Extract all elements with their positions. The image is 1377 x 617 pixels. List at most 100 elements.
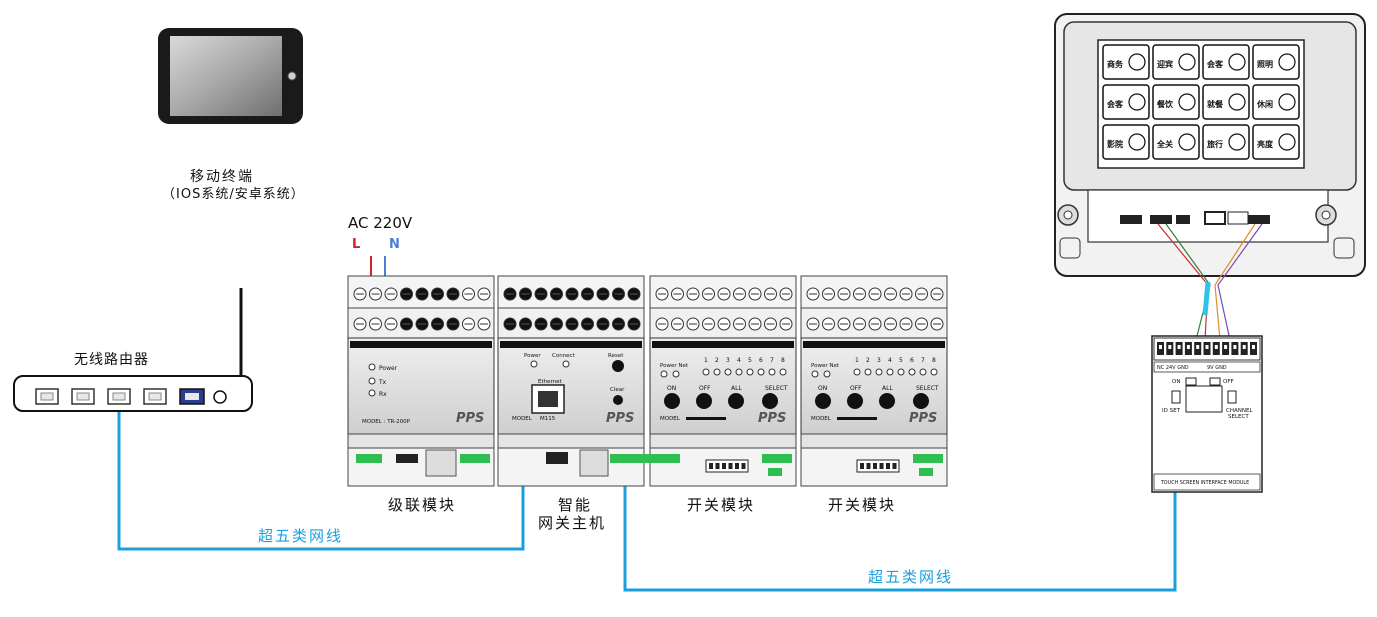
panel-button-2-3: 亮度 [1252, 124, 1300, 160]
brand-label: PPS [758, 411, 786, 426]
panel-button-0-3: 照明 [1252, 44, 1300, 80]
channel-number-4: 4 [737, 357, 741, 364]
panel-button-label: 亮度 [1257, 139, 1274, 149]
cable-left-label: 超五类网线 [258, 527, 344, 545]
panel-button-1-3: 休闲 [1252, 84, 1300, 120]
iface-on-label: ON [1172, 379, 1180, 385]
mobile-os-label: （IOS系统/安卓系统） [162, 187, 305, 202]
channel-number-4: 4 [888, 357, 892, 364]
panel-button-icon [1178, 93, 1196, 111]
router-label: 无线路由器 [74, 352, 149, 368]
gw-ethernet-label: Ethernet [538, 379, 563, 385]
gw-connect-label: Connect [552, 353, 576, 359]
channel-led-6 [908, 368, 916, 376]
channel-led-4 [886, 368, 894, 376]
sw-power-net-label: Power Net [811, 363, 840, 369]
panel-button-1-1: 餐饮 [1152, 84, 1200, 120]
brand-label: PPS [456, 411, 484, 426]
channel-number-5: 5 [899, 357, 903, 364]
panel-button-icon [1228, 93, 1246, 111]
sw-button-3 [762, 393, 778, 409]
panel-button-0-2: 会客 [1202, 44, 1250, 80]
panel-button-icon [1128, 133, 1146, 151]
gw-model-number: M115 [540, 416, 556, 422]
iface-select-label: SELECT [1228, 414, 1249, 420]
panel-button-label: 影院 [1107, 139, 1123, 149]
channel-number-8: 8 [781, 357, 785, 364]
sw-power-net-label: Power Net [660, 363, 689, 369]
channel-led-8 [779, 368, 787, 376]
router-ports [35, 388, 227, 405]
sw-button-2 [728, 393, 744, 409]
gw-reset-label: Reset [608, 353, 624, 359]
panel-button-label: 休闲 [1256, 99, 1273, 109]
panel-wires [1157, 223, 1263, 341]
sw-btn-label-1: OFF [850, 385, 862, 392]
panel-button-0-0: 商务 [1102, 44, 1150, 80]
panel-button-2-2: 旅行 [1202, 124, 1250, 160]
channel-led-2 [713, 368, 721, 376]
gw-connect-led [562, 360, 570, 368]
iface-off-label: OFF [1223, 379, 1234, 385]
led-label-1: Tx [378, 379, 387, 386]
panel-button-label: 旅行 [1207, 139, 1223, 149]
live-label: L [352, 237, 361, 252]
switch-module-label-1: 开关模块 [687, 496, 756, 514]
panel-button-label: 就餐 [1207, 99, 1224, 109]
led-label-2: Rx [379, 391, 387, 398]
sw-button-3 [913, 393, 929, 409]
sw-btn-label-1: OFF [699, 385, 711, 392]
led-indicator [368, 389, 376, 397]
channel-led-2 [864, 368, 872, 376]
channel-number-8: 8 [932, 357, 936, 364]
brand-label: PPS [606, 411, 634, 426]
iface-id-set-label: ID SET [1162, 408, 1181, 414]
tablet-device [158, 28, 303, 124]
iface-terminal-label-2: 9V GND [1207, 365, 1227, 371]
channel-led-5 [897, 368, 905, 376]
sw-btn-label-2: ALL [882, 385, 893, 392]
led-indicator [368, 377, 376, 385]
sw-button-1 [847, 393, 863, 409]
wireless-router [13, 288, 253, 412]
panel-button-label: 会客 [1207, 59, 1224, 69]
gw-reset-button [612, 360, 624, 372]
sw-btn-label-0: ON [667, 385, 676, 392]
panel-button-grid: 商务迎宾会客照明会客餐饮就餐休闲影院全关旅行亮度 [1102, 44, 1300, 160]
channel-led-3 [724, 368, 732, 376]
channel-led-7 [919, 368, 927, 376]
panel-button-icon [1178, 133, 1196, 151]
switch-module-label-2: 开关模块 [828, 496, 897, 514]
channel-led-1 [702, 368, 710, 376]
channel-number-7: 7 [921, 357, 925, 364]
led-indicator [368, 363, 376, 371]
channel-led-3 [875, 368, 883, 376]
panel-button-icon [1278, 53, 1296, 71]
panel-button-icon [1128, 93, 1146, 111]
gateway-label-line2: 网关主机 [538, 514, 607, 532]
channel-number-6: 6 [910, 357, 914, 364]
gw-clear-button [613, 395, 623, 405]
led-label-0: Power [379, 365, 398, 372]
panel-button-icon [1128, 53, 1146, 71]
sw-model-label: MODEL [811, 416, 832, 422]
sw-button-0 [664, 393, 680, 409]
channel-led-7 [768, 368, 776, 376]
channel-number-3: 3 [877, 357, 881, 364]
gw-clear-label: Clear [610, 387, 625, 393]
panel-button-0-1: 迎宾 [1152, 44, 1200, 80]
sw-btn-label-0: ON [818, 385, 827, 392]
sw-model-label: MODEL [660, 416, 681, 422]
panel-button-icon [1228, 133, 1246, 151]
panel-button-1-0: 会客 [1102, 84, 1150, 120]
iface-terminal-label: NC 24V GND [1157, 365, 1189, 371]
channel-number-6: 6 [759, 357, 763, 364]
sw-button-1 [696, 393, 712, 409]
cascade-module-label: 级联模块 [388, 496, 457, 514]
panel-button-2-0: 影院 [1102, 124, 1150, 160]
